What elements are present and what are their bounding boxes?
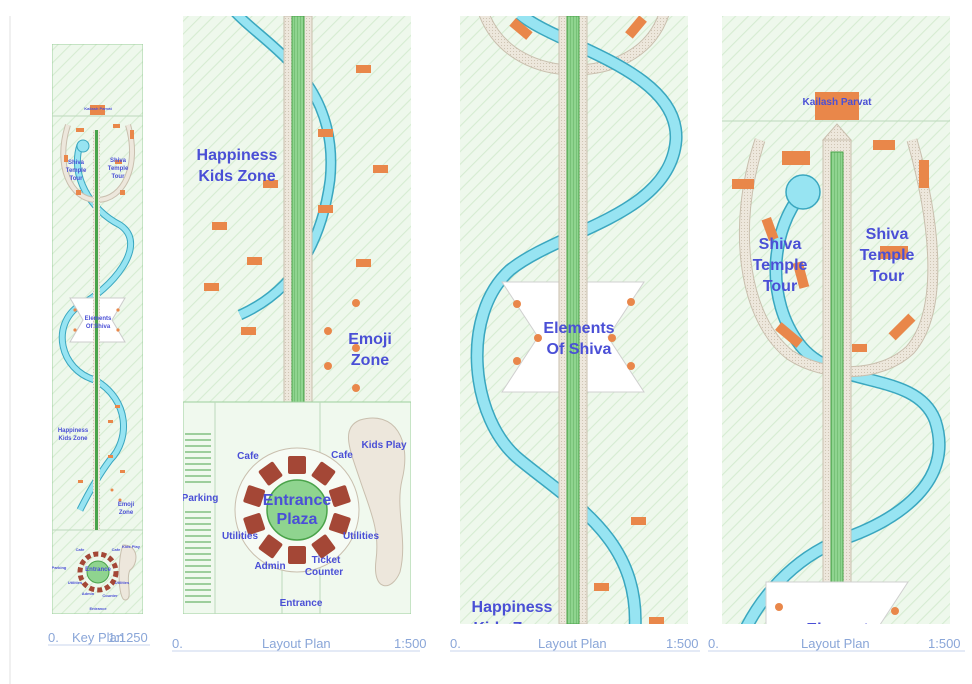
p3-kailash-block [815, 92, 859, 120]
p1-label-happiness-2: Kids Zone [198, 168, 275, 185]
p1-caption-scale: 1:500 [394, 636, 427, 651]
p1-caption-title: Layout Plan [262, 636, 331, 651]
key-caption-title: Key Plan [72, 630, 124, 645]
key-label-entrance: Entrance [89, 606, 107, 611]
p3-spine [830, 151, 844, 624]
p2-label-elements-1: Elements [543, 320, 614, 337]
p3-pond [785, 174, 821, 210]
key-label-kailash: Kailash Parvat [84, 106, 112, 111]
key-label-elements-2: Of Shiva [86, 324, 111, 330]
p3-label-elements: Elements [806, 621, 877, 638]
key-label-emoji-1: Emoji [118, 502, 135, 508]
p1-kids-play-path [347, 417, 406, 587]
p2-caption-title: Layout Plan [538, 636, 607, 651]
p1-label-utilities-right: Utilities [343, 531, 380, 542]
p1-markers [204, 65, 388, 392]
p1-label-ticket-2: Counter [305, 567, 343, 578]
p2-spine [566, 16, 580, 624]
p1-label-plaza-1: Entrance [263, 492, 332, 509]
p3-label-shiva-left-1: Shiva [759, 236, 802, 253]
key-label-emoji-2: Zone [119, 510, 134, 516]
p3-markers [732, 140, 929, 615]
p3-label-shiva-right-3: Tour [870, 268, 904, 285]
p3-label-shiva-left-3: Tour [763, 278, 797, 295]
p1-label-plaza-2: Plaza [277, 511, 318, 528]
key-label-shiva-right-2: Temple [108, 166, 129, 172]
key-label-plaza: Entrance [85, 567, 111, 573]
key-label-cafe-2: Cafe [112, 547, 121, 552]
key-label-kids-play: Kids Play [122, 544, 141, 549]
p3-label-shiva-right-1: Shiva [866, 226, 909, 243]
key-label-happiness-1: Happiness [58, 428, 89, 434]
p1-spine [291, 16, 305, 405]
layout-panel-2: Elements Of Shiva Happiness Kids Zone [460, 16, 688, 637]
key-label-admin: Admin [82, 591, 95, 596]
key-kailash-block [90, 105, 105, 115]
key-label-shiva-left-2: Temple [66, 168, 87, 174]
p1-parking-stalls [185, 433, 211, 603]
key-label-counter: Counter [102, 593, 118, 598]
key-label-shiva-right-1: Shiva [110, 158, 127, 164]
key-label-shiva-right-3: Tour [112, 174, 126, 180]
p2-label-elements-2: Of Shiva [547, 341, 612, 358]
key-caption-scale: 1:1250 [108, 630, 148, 645]
key-label-shiva-left-1: Shiva [68, 160, 85, 166]
p1-label-emoji-2: Zone [351, 352, 389, 369]
p1-label-entrance: Entrance [280, 598, 323, 609]
p2-label-happiness-2: Kids Zone [473, 620, 550, 637]
p1-label-cafe-right: Cafe [331, 450, 353, 461]
key-plan-panel: Kailash Parvat Shiva Temple Tour Shiva T… [52, 44, 143, 614]
p3-label-shiva-right-2: Temple [860, 247, 915, 264]
p1-label-kids-play: Kids Play [361, 440, 406, 451]
key-label-parking: Parking [52, 565, 67, 570]
key-entrance-plaza [77, 551, 119, 593]
p1-label-admin: Admin [254, 561, 285, 572]
p3-elements-bowtie [765, 581, 909, 624]
key-label-utilities-2: Utilities [115, 580, 130, 585]
key-markers [64, 124, 134, 502]
p2-markers [509, 16, 664, 624]
p1-caption-zero: 0. [172, 636, 183, 651]
key-caption-zero: 0. [48, 630, 59, 645]
p1-label-ticket-1: Ticket [312, 555, 341, 566]
p2-caption-scale: 1:500 [666, 636, 699, 651]
p3-label-shiva-left-2: Temple [753, 257, 808, 274]
p3-caption-zero: 0. [708, 636, 719, 651]
key-label-happiness-2: Kids Zone [58, 436, 88, 442]
key-label-utilities-1: Utilities [68, 580, 83, 585]
p2-label-happiness-1: Happiness [472, 599, 553, 616]
p1-label-happiness-1: Happiness [197, 147, 278, 164]
p1-entrance-plaza [234, 447, 360, 573]
layout-panel-3: Kailash Parvat Shiva Temple Tour Shiva T… [722, 16, 950, 638]
layout-panel-1: Happiness Kids Zone Emoji Zone Kids Play… [182, 16, 411, 614]
p1-label-utilities-left: Utilities [222, 531, 259, 542]
p2-caption-zero: 0. [450, 636, 461, 651]
key-pond [76, 139, 90, 153]
p1-label-cafe-left: Cafe [237, 451, 259, 462]
key-label-elements-1: Elements [85, 316, 112, 322]
p1-label-emoji-1: Emoji [348, 331, 392, 348]
key-label-cafe-1: Cafe [76, 547, 85, 552]
p3-caption-title: Layout Plan [801, 636, 870, 651]
key-label-shiva-left-3: Tour [70, 176, 84, 182]
key-kids-play-path [118, 544, 137, 601]
p3-caption-scale: 1:500 [928, 636, 961, 651]
p3-label-kailash: Kailash Parvat [803, 97, 873, 108]
p1-label-parking: Parking [182, 493, 219, 504]
